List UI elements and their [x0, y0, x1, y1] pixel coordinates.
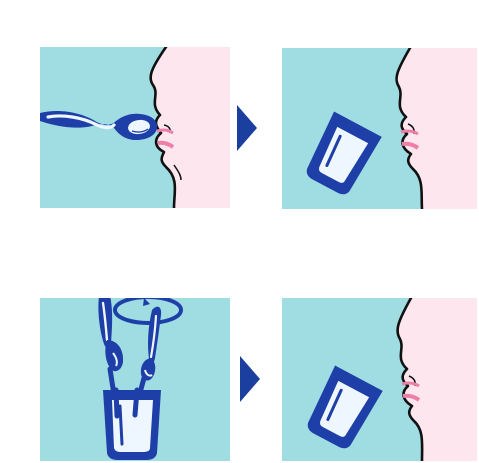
- panel-cup-to-mouth-2: [282, 298, 477, 461]
- panel-spoon-to-mouth-art: [40, 47, 230, 208]
- arrow-row-2-icon: [240, 356, 260, 402]
- arrow-row-1-icon: [237, 105, 257, 151]
- panel-spoons-in-cup: [40, 298, 230, 461]
- panel-cup-to-mouth-1: [282, 48, 477, 209]
- panel-spoons-in-cup-art: [40, 298, 230, 461]
- panel-cup-to-mouth-2-art: [282, 298, 477, 461]
- panel-spoon-to-mouth: [40, 47, 230, 208]
- panel-cup-to-mouth-1-art: [282, 48, 477, 209]
